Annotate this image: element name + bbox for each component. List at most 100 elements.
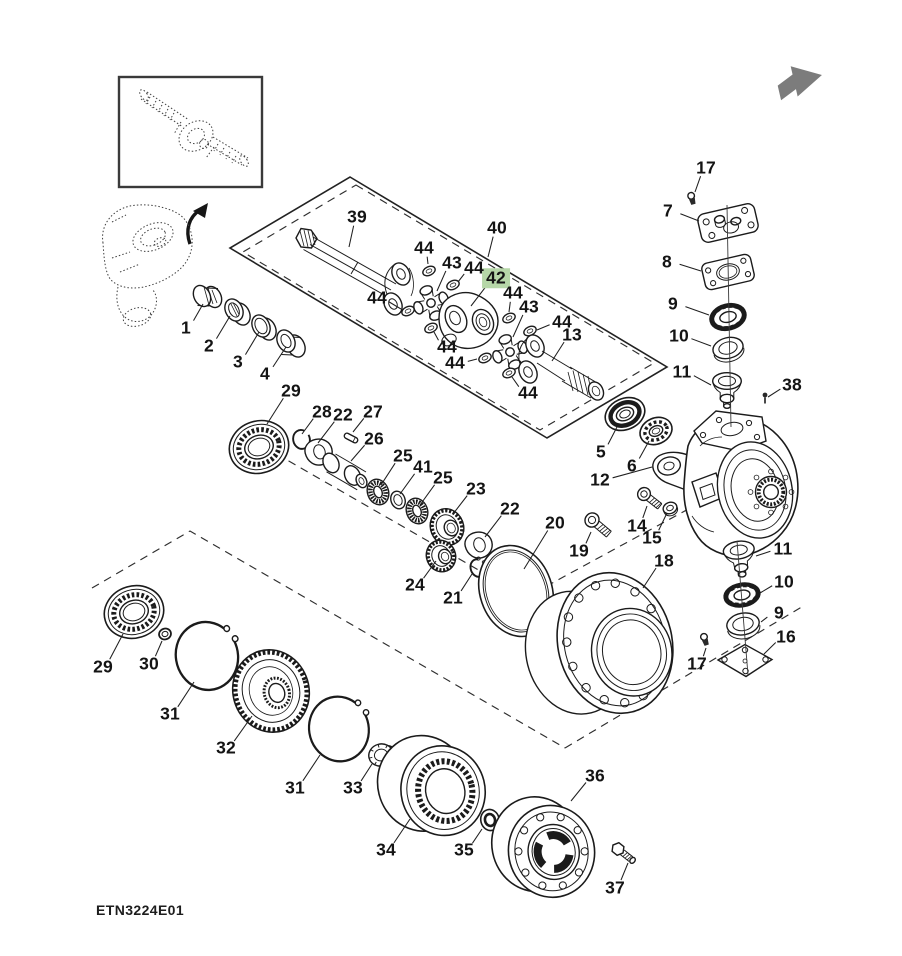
- part-plug-1: [192, 284, 223, 309]
- part-callout-13[interactable]: 13: [562, 324, 582, 345]
- bolt-19: [584, 512, 612, 538]
- part-callout-38[interactable]: 38: [782, 374, 802, 395]
- stub-shaft-13: [518, 334, 605, 401]
- part-callout-25[interactable]: 25: [393, 445, 413, 466]
- set-screw-38: [762, 392, 768, 404]
- part-callout-17[interactable]: 17: [696, 157, 716, 178]
- part-callout-25[interactable]: 25: [433, 467, 453, 488]
- part-callout-9[interactable]: 9: [668, 293, 678, 314]
- bearing-5: [604, 396, 646, 432]
- part-callout-17[interactable]: 17: [687, 653, 707, 674]
- part-callout-11[interactable]: 11: [672, 361, 692, 382]
- part-callout-4[interactable]: 4: [260, 363, 270, 384]
- steering-knuckle: [652, 410, 799, 557]
- bearing-9-top: [709, 302, 747, 332]
- part-callout-39[interactable]: 39: [347, 206, 367, 227]
- cover-plate-16: [716, 643, 774, 678]
- ring-gear-hub-34: [376, 734, 487, 837]
- part-callout-44[interactable]: 44: [518, 382, 538, 403]
- part-callout-36[interactable]: 36: [585, 765, 605, 786]
- part-callout-11[interactable]: 11: [773, 538, 793, 559]
- part-callout-20[interactable]: 20: [545, 512, 565, 533]
- part-callout-10[interactable]: 10: [669, 325, 689, 346]
- callout-leader-lines: [109, 176, 781, 881]
- nut-15: [662, 501, 679, 517]
- part-callout-18[interactable]: 18: [654, 550, 674, 571]
- bolt-14: [636, 486, 663, 510]
- axle-overview-sketch: [139, 89, 249, 167]
- part-callout-41[interactable]: 41: [413, 456, 433, 477]
- ring-10-top: [712, 336, 745, 363]
- part-callout-44[interactable]: 44: [464, 257, 484, 278]
- planet-gear-23: [429, 508, 465, 546]
- part-callout-35[interactable]: 35: [454, 839, 474, 860]
- part-callout-37[interactable]: 37: [605, 877, 625, 898]
- part-callout-7[interactable]: 7: [663, 200, 673, 221]
- part-callout-33[interactable]: 33: [343, 777, 363, 798]
- part-callout-19[interactable]: 19: [569, 540, 589, 561]
- part-callout-44[interactable]: 44: [552, 311, 572, 332]
- pin-27: [343, 432, 359, 444]
- part-callout-10[interactable]: 10: [774, 571, 794, 592]
- kingpin-cap-7: [697, 203, 759, 243]
- part-callout-24[interactable]: 24: [405, 574, 425, 595]
- part-callout-29[interactable]: 29: [281, 380, 301, 401]
- driveshaft-group-frame: [228, 176, 669, 439]
- part-callout-22[interactable]: 22: [500, 498, 520, 519]
- part-callout-30[interactable]: 30: [139, 653, 159, 674]
- part-callout-32[interactable]: 32: [216, 737, 236, 758]
- forward-arrow-icon: [777, 66, 822, 101]
- part-callout-40[interactable]: 40: [487, 217, 507, 238]
- part-callout-12[interactable]: 12: [590, 469, 610, 490]
- part-callout-5[interactable]: 5: [596, 441, 606, 462]
- part-callout-44[interactable]: 44: [437, 336, 457, 357]
- part-callout-3[interactable]: 3: [233, 351, 243, 372]
- axle-shaft-39: [295, 227, 414, 316]
- sun-gear-32: [231, 648, 311, 734]
- part-callout-1[interactable]: 1: [181, 317, 191, 338]
- part-callout-43[interactable]: 43: [519, 296, 539, 317]
- planet-carrier-36: [490, 796, 596, 899]
- part-callout-28[interactable]: 28: [312, 401, 332, 422]
- part-callout-15[interactable]: 15: [642, 527, 662, 548]
- part-callout-44[interactable]: 44: [445, 352, 465, 373]
- part-callout-21[interactable]: 21: [443, 587, 463, 608]
- kingpin-axis: [726, 204, 749, 676]
- spacer-41: [390, 490, 406, 510]
- part-callout-6[interactable]: 6: [627, 455, 637, 476]
- part-callout-42[interactable]: 42: [482, 268, 510, 288]
- overview-thumbnail[interactable]: [117, 75, 264, 189]
- part-callout-29[interactable]: 29: [93, 656, 113, 677]
- bearing-6: [639, 416, 673, 446]
- part-callout-16[interactable]: 16: [776, 626, 796, 647]
- planet-gear-24: [425, 539, 457, 573]
- part-callout-34[interactable]: 34: [376, 839, 396, 860]
- part-callout-31[interactable]: 31: [285, 777, 305, 798]
- part-callout-31[interactable]: 31: [160, 703, 180, 724]
- seal-10-bottom: [723, 582, 761, 608]
- planet-shaft-26: [322, 452, 368, 491]
- part-callout-44[interactable]: 44: [414, 237, 434, 258]
- part-callout-9[interactable]: 9: [774, 602, 784, 623]
- part-callout-27[interactable]: 27: [363, 401, 383, 422]
- part-callout-44[interactable]: 44: [367, 287, 387, 308]
- part-bushing-4: [276, 329, 306, 358]
- assembly-dashed-guides: [91, 432, 806, 749]
- part-callout-23[interactable]: 23: [466, 478, 486, 499]
- part-callout-22[interactable]: 22: [333, 404, 353, 425]
- zoom-out-arrow-icon: [186, 203, 208, 245]
- part-callout-43[interactable]: 43: [442, 252, 462, 273]
- part-callout-26[interactable]: 26: [364, 428, 384, 449]
- nut-30: [158, 627, 172, 641]
- figure-code: ETN3224E01: [96, 902, 185, 918]
- double-yoke-42: [438, 291, 499, 350]
- part-callout-44[interactable]: 44: [503, 282, 523, 303]
- bolt-37: [611, 841, 637, 865]
- part-callout-14[interactable]: 14: [627, 515, 647, 536]
- part-callout-8[interactable]: 8: [662, 251, 672, 272]
- part-callout-2[interactable]: 2: [204, 335, 214, 356]
- wheel-hub-18: [524, 571, 674, 715]
